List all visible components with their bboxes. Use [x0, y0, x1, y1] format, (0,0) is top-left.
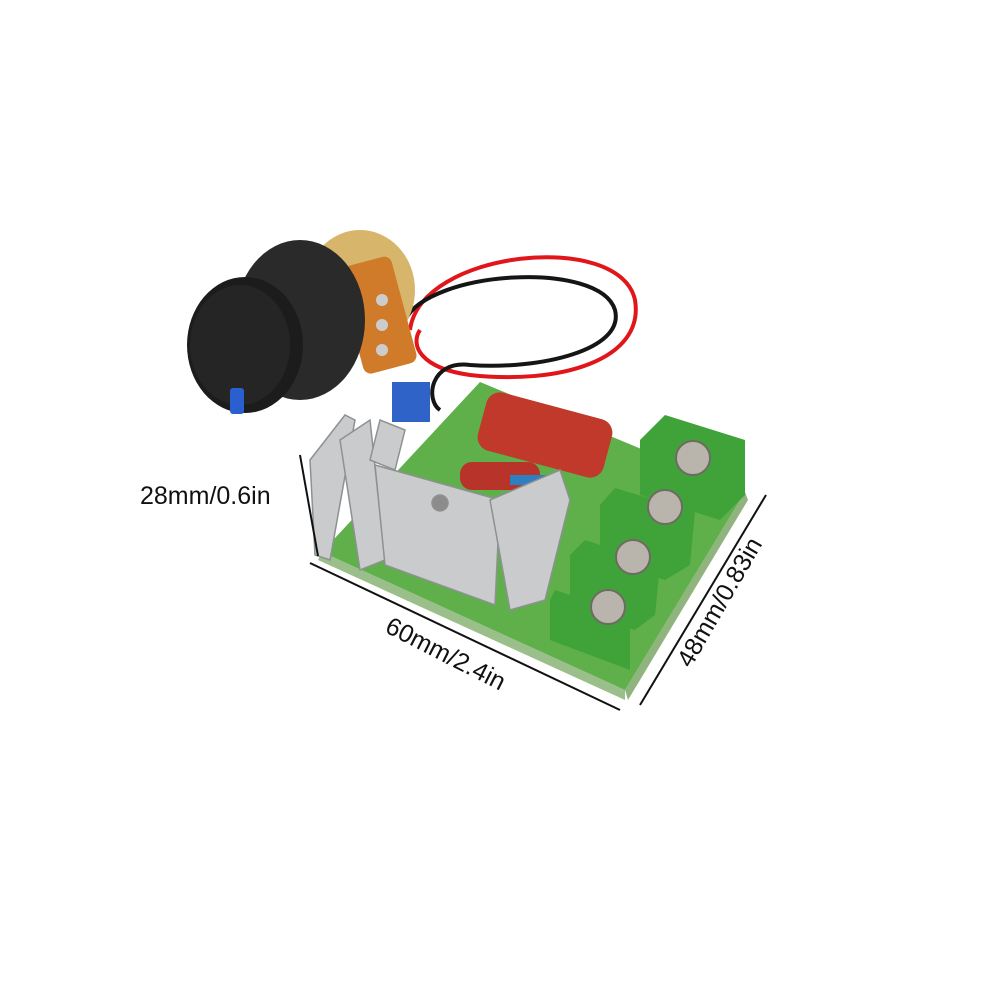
length-dimension-line [309, 562, 621, 711]
potentiometer-knob [187, 230, 417, 414]
heatsink [309, 414, 571, 611]
dimension-lines [299, 454, 767, 711]
trimmer-potentiometer [392, 382, 430, 422]
wires [403, 255, 638, 412]
terminal-block [550, 415, 745, 670]
height-dimension-label: 28mm/0.6in [140, 482, 271, 510]
width-dimension-line [639, 494, 767, 706]
height-dimension-line [299, 454, 319, 557]
